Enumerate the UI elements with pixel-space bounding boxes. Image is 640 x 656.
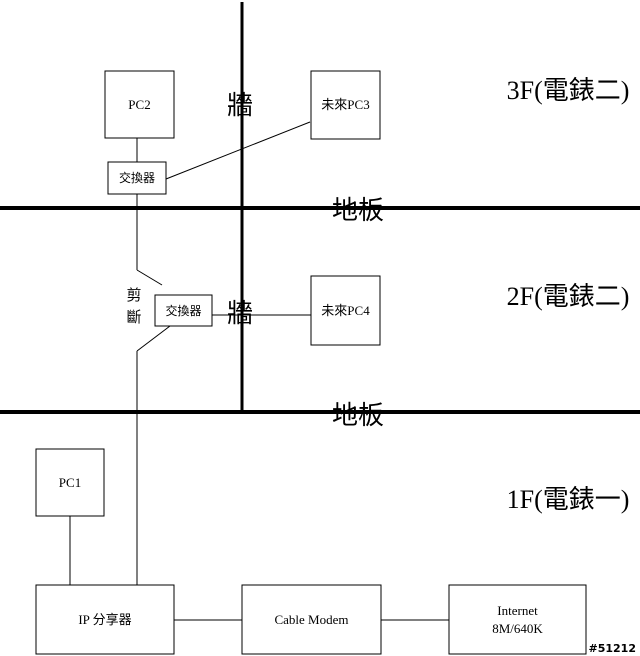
- wall-label-2f: 牆: [227, 299, 253, 328]
- modem-box: [241, 584, 382, 655]
- pc2-label: PC2: [128, 97, 150, 112]
- cut-line-upper: [136, 269, 163, 286]
- pc1-label: PC1: [59, 475, 81, 490]
- switch-2f-label: 交換器: [165, 303, 201, 318]
- switch-3f-label: 交換器: [119, 170, 155, 185]
- pc3-box: [310, 70, 381, 140]
- wall-label-3f: 牆: [227, 91, 253, 120]
- floor-title-2f: 2F(電錶二): [507, 282, 630, 311]
- internet-label-line2: 8M/640K: [492, 621, 543, 636]
- floor-title-1f: 1F(電錶一): [507, 485, 630, 514]
- switch-2f-box: [154, 294, 213, 327]
- watermark: #51212: [589, 642, 637, 655]
- internet-label-line1: Internet: [497, 603, 538, 618]
- cut-line-lower: [136, 325, 171, 352]
- switch-3f-box: [107, 161, 167, 195]
- pc1-box: [35, 448, 105, 517]
- cut-label-char2: 斷: [126, 308, 141, 326]
- cut-label-char1: 剪: [126, 286, 141, 304]
- internet-box: [448, 584, 587, 655]
- pc2-box: [104, 70, 175, 139]
- pc4-box: [310, 275, 381, 346]
- link-switch3-pc3: [165, 121, 311, 180]
- floor-board-label-lower: 地板: [332, 401, 384, 430]
- router-label: IP 分享器: [78, 612, 131, 627]
- floor-board-label-upper: 地板: [332, 196, 384, 225]
- floor-title-3f: 3F(電錶二): [507, 76, 630, 105]
- router-box: [35, 584, 175, 655]
- modem-label: Cable Modem: [274, 612, 348, 627]
- pc4-label: 未來PC4: [321, 303, 370, 318]
- pc3-label: 未來PC3: [321, 97, 369, 112]
